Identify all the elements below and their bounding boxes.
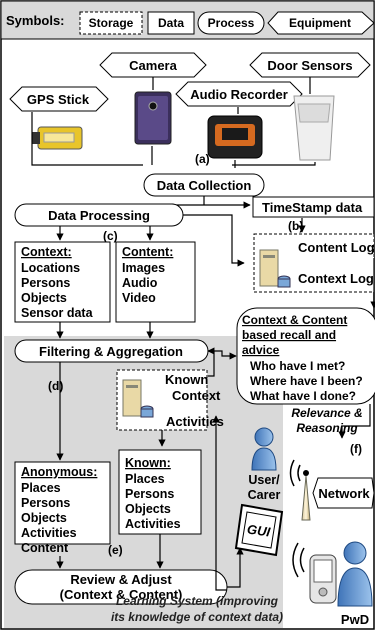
recall-question: Who have I met? — [250, 359, 345, 373]
user-carer-icon — [251, 427, 277, 471]
gps-stick-shape — [9, 86, 109, 112]
pwd-person-icon — [337, 541, 373, 607]
context-title: Context: — [21, 245, 72, 259]
context-item: Objects — [21, 291, 67, 305]
known-item: Activities — [125, 517, 181, 531]
anonymous-item: Places — [21, 481, 61, 495]
audio-recorder-icon — [207, 115, 263, 159]
content-item: Audio — [122, 276, 158, 290]
recall-question: Where have I been? — [250, 374, 363, 388]
network-tower-icon — [289, 459, 311, 521]
audio-recorder-label: Audio Recorder — [190, 87, 288, 102]
review-adjust-line1: Review & Adjust — [70, 572, 172, 587]
context-item: Locations — [21, 261, 80, 275]
review-adjust-line2: (Context & Content) — [60, 587, 183, 602]
label-e: (e) — [108, 543, 123, 557]
door-sensors-shape — [249, 52, 371, 78]
recall-question: What have I done? — [250, 389, 356, 403]
camera-shape — [99, 52, 207, 78]
relevance-line1: Relevance & — [291, 406, 362, 420]
anonymous-data-box[interactable] — [14, 461, 111, 545]
activities-label: Activities — [166, 414, 224, 429]
legend-storage: Storage — [89, 16, 134, 30]
anonymous-item: Activities — [21, 526, 77, 540]
anonymous-title: Anonymous: — [21, 465, 97, 479]
known-context-line1: Known — [165, 372, 208, 387]
known-item: Persons — [125, 487, 174, 501]
gui-device-icon[interactable] — [234, 503, 284, 557]
door-sensor-icon — [293, 95, 335, 161]
known-data-box[interactable] — [118, 449, 202, 535]
network-label: Network — [318, 486, 370, 501]
gui-label: GUI — [246, 522, 271, 540]
handheld-device-icon — [292, 542, 337, 604]
context-data-box[interactable] — [14, 241, 111, 323]
data-collection-label: Data Collection — [157, 178, 252, 193]
label-d: (d) — [48, 379, 63, 393]
legend-equipment: Equipment — [289, 16, 351, 30]
label-c: (c) — [103, 229, 118, 243]
legend-storage-shape — [79, 11, 143, 35]
legend-data-shape — [147, 11, 195, 35]
recall-title-line3: advice — [242, 343, 280, 357]
legend-process-shape — [197, 11, 265, 35]
recall-advice-process[interactable] — [236, 307, 375, 405]
learning-line1: Learning System (improving — [116, 594, 279, 608]
user-carer-line2: Carer — [248, 488, 281, 502]
label-a: (a) — [195, 152, 210, 166]
timestamp-data-box[interactable] — [252, 196, 375, 218]
data-processing-label: Data Processing — [48, 208, 150, 223]
content-log-label: Content Log — [298, 240, 375, 255]
network-shape — [312, 477, 375, 509]
learning-line2: its knowledge of context data) — [111, 610, 283, 624]
context-item: Sensor data — [21, 306, 94, 320]
collection-lines — [31, 77, 316, 168]
camera-label: Camera — [129, 58, 177, 73]
server-icon — [259, 249, 291, 288]
context-log-label: Context Log — [298, 271, 374, 286]
content-item: Video — [122, 291, 156, 305]
relevance-line2: Reasoning — [296, 421, 358, 435]
anonymous-item: Content — [21, 541, 69, 555]
legend-prefix: Symbols: — [6, 13, 65, 28]
label-f: (f) — [350, 442, 362, 456]
gps-stick-label: GPS Stick — [27, 92, 90, 107]
content-title: Content: — [122, 245, 173, 259]
recall-title-line2: based recall and — [242, 328, 336, 342]
anonymous-item: Persons — [21, 496, 70, 510]
anonymous-item: Objects — [21, 511, 67, 525]
context-item: Persons — [21, 276, 70, 290]
known-item: Objects — [125, 502, 171, 516]
legend-equipment-shape — [267, 11, 375, 35]
known-context-line2: Context — [172, 388, 221, 403]
door-sensors-label: Door Sensors — [267, 58, 352, 73]
camera-icon — [134, 91, 172, 145]
known-title: Known: — [125, 456, 171, 470]
pwd-label: PwD — [341, 612, 369, 627]
recall-title-line1: Context & Content — [242, 313, 347, 327]
gps-stick-icon — [32, 126, 83, 150]
legend-process: Process — [208, 16, 255, 30]
content-data-box[interactable] — [115, 241, 196, 323]
audio-recorder-shape — [175, 81, 303, 107]
timestamp-label: TimeStamp data — [262, 200, 363, 215]
content-item: Images — [122, 261, 165, 275]
filtering-aggregation-label: Filtering & Aggregation — [39, 344, 183, 359]
user-carer-line1: User/ — [248, 473, 280, 487]
server-icon — [122, 379, 154, 418]
known-item: Places — [125, 472, 165, 486]
label-b: (b) — [288, 219, 303, 233]
legend-data: Data — [158, 16, 184, 30]
